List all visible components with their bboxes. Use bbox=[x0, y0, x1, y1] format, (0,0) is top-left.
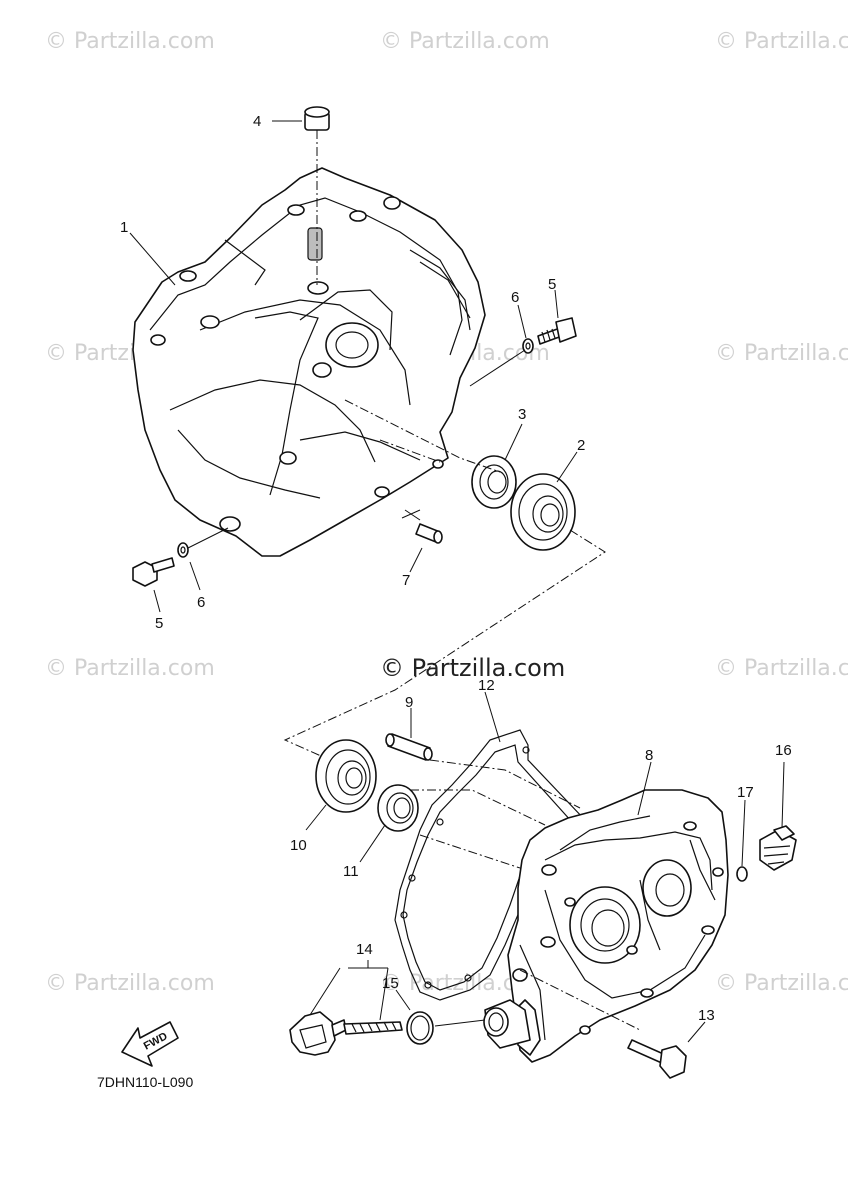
assembly-lines-lower bbox=[410, 759, 641, 1031]
watermark: © Partzilla.com bbox=[45, 656, 215, 681]
callout-9: 9 bbox=[405, 694, 413, 711]
leader-line bbox=[469, 349, 526, 387]
leader-line bbox=[187, 527, 229, 549]
part-11-oil-seal bbox=[377, 784, 419, 832]
callout-15: 15 bbox=[382, 975, 399, 992]
watermark: © Partzilla.com bbox=[45, 29, 215, 54]
part-7-dowel-pin bbox=[415, 523, 443, 544]
part-6-washer-lower bbox=[177, 542, 189, 558]
part-13-bolt bbox=[627, 1039, 687, 1079]
callout-13: 13 bbox=[698, 1007, 715, 1024]
crankcase-2 bbox=[507, 789, 729, 1063]
part-15-o-ring bbox=[406, 1011, 434, 1045]
part-17-o-ring bbox=[736, 866, 748, 882]
callout-6-lower: 6 bbox=[197, 594, 205, 611]
watermark: © Partzilla.com bbox=[715, 656, 848, 681]
callout-labels: 1 4 2 3 5 6 5 6 7 8 9 10 11 12 13 14 15 … bbox=[120, 113, 792, 1024]
watermark: © Partzilla.com bbox=[715, 29, 848, 54]
oil-filler-neck bbox=[483, 999, 531, 1049]
callout-11: 11 bbox=[343, 863, 359, 880]
assembly-lines-upper bbox=[283, 399, 606, 761]
callout-14: 14 bbox=[356, 941, 373, 958]
callout-3: 3 bbox=[518, 406, 526, 423]
part-14-dipstick bbox=[289, 1011, 403, 1056]
callout-4: 4 bbox=[253, 113, 261, 130]
callout-7: 7 bbox=[402, 572, 410, 589]
callout-10: 10 bbox=[290, 837, 307, 854]
callout-2: 2 bbox=[577, 437, 585, 454]
watermark-center: © Partzilla.com bbox=[380, 654, 565, 682]
callout-16: 16 bbox=[775, 742, 792, 759]
callout-5-lower: 5 bbox=[155, 615, 163, 632]
diagram-code: 7DHN110-L090 bbox=[97, 1074, 193, 1090]
callout-1: 1 bbox=[120, 219, 128, 236]
fwd-arrow-icon: FWD bbox=[121, 1021, 179, 1067]
watermark-layer: © Partzilla.com © Partzilla.com © Partzi… bbox=[45, 29, 848, 996]
crankcase-1 bbox=[132, 167, 486, 557]
part-16-plug bbox=[759, 825, 797, 871]
part-3-oil-seal bbox=[471, 455, 517, 509]
callout-17: 17 bbox=[737, 784, 754, 801]
part-10-bearing bbox=[315, 739, 377, 813]
part-5-bolt-lower bbox=[132, 557, 175, 587]
watermark: © Partzilla.com bbox=[715, 341, 848, 366]
part-9-dowel bbox=[385, 733, 433, 761]
callout-12: 12 bbox=[478, 677, 495, 694]
part-5-bolt-upper bbox=[537, 317, 577, 345]
callout-8: 8 bbox=[645, 747, 653, 764]
part-2-bearing bbox=[510, 473, 576, 551]
callout-6-upper: 6 bbox=[511, 289, 519, 306]
callout-leaders bbox=[129, 120, 785, 1043]
part-6-washer-upper bbox=[522, 338, 534, 354]
watermark: © Partzilla.com bbox=[45, 971, 215, 996]
watermark: © Partzilla.com bbox=[380, 29, 550, 54]
callout-5-upper: 5 bbox=[548, 276, 556, 293]
part-4-collar bbox=[304, 106, 330, 285]
watermark: © Partzilla.com bbox=[715, 971, 848, 996]
